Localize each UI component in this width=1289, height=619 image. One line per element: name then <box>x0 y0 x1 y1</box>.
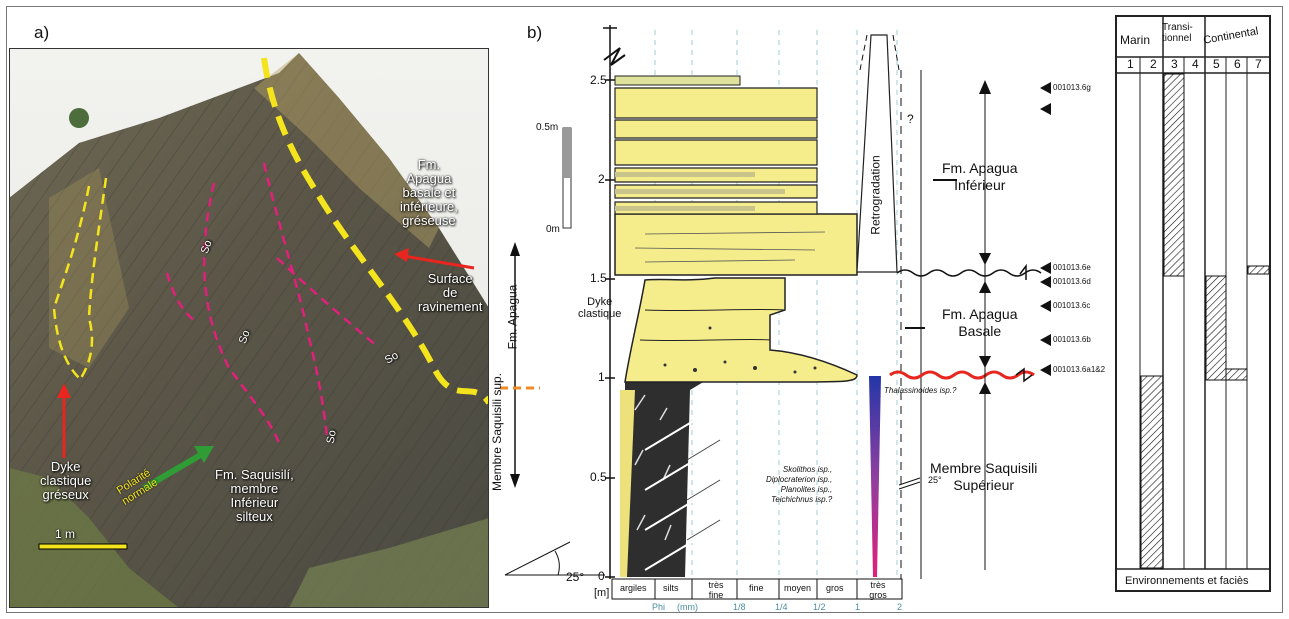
grain-tres-gros: très gros <box>869 580 887 600</box>
scale-0m: 0m <box>546 224 560 235</box>
col-6: 6 <box>1234 57 1241 71</box>
so-label-4: So <box>324 429 339 445</box>
col-5: 5 <box>1213 57 1220 71</box>
depth-tick-0: 0 <box>598 569 605 583</box>
phi-2: 2 <box>897 602 903 612</box>
sample-6d: 001013.6d <box>1053 277 1091 286</box>
col-2: 2 <box>1150 57 1157 71</box>
sample-6b: 001013.6b <box>1053 335 1091 344</box>
sedimentary-log <box>500 25 1051 600</box>
grain-gros: gros <box>826 583 844 593</box>
phi-1-8: 1/8 <box>733 602 746 612</box>
col-4: 4 <box>1192 57 1199 71</box>
membre-arrow-label: Membre Saquisili sup. <box>490 372 505 492</box>
depth-tick-1: 1 <box>598 370 605 384</box>
phi-1-2: 1/2 <box>813 602 826 612</box>
depth-tick-2.5: 2.5 <box>590 73 607 87</box>
sample-6a: 001013.6a1&2 <box>1053 365 1106 374</box>
header-marin: Marin <box>1120 33 1151 47</box>
grain-silts: silts <box>663 583 679 593</box>
col-1: 1 <box>1127 57 1134 71</box>
figure-frame <box>6 6 1283 613</box>
depth-tick-0.5: 0.5 <box>590 470 607 484</box>
mm-label: (mm) <box>677 602 698 612</box>
panel-a-label: a) <box>34 23 50 42</box>
table-footer: Environnements et faciès <box>1125 575 1249 587</box>
grain-fine: fine <box>749 583 764 593</box>
scale-0.5m: 0.5m <box>536 122 559 133</box>
retrogradation-label: Retrogradation <box>868 155 883 235</box>
col-3: 3 <box>1171 57 1178 71</box>
depth-tick-2: 2 <box>598 172 605 186</box>
grain-moyen: moyen <box>784 583 812 593</box>
question-mark: ? <box>907 112 914 126</box>
fm-apagua-arrow-label: Fm. Apagua <box>505 284 520 350</box>
sample-6e: 001013.6e <box>1053 263 1091 272</box>
phi-label: Phi <box>652 602 666 612</box>
col-7: 7 <box>1255 57 1262 71</box>
phi-1: 1 <box>855 602 861 612</box>
sample-6g: 001013.6g <box>1053 83 1091 92</box>
phi-1-4: 1/4 <box>775 602 788 612</box>
scale-label: 1 m <box>55 527 76 541</box>
thalassinoides-label: Thalassinoides isp.? <box>884 386 957 395</box>
header-transitionnel: Transi-tionnel <box>1162 22 1193 44</box>
angle-label-2: 25° <box>928 475 942 485</box>
depth-unit: [m] <box>594 587 610 599</box>
depth-tick-1.5: 1.5 <box>590 271 607 285</box>
angle-label: 25° <box>566 570 585 584</box>
sample-6c: 001013.6c <box>1053 301 1091 310</box>
panel-b-label: b) <box>527 23 543 42</box>
grain-argiles: argiles <box>620 583 647 593</box>
grain-tres-fine: très fine <box>708 580 724 600</box>
environment-table <box>1115 15 1271 592</box>
outcrop-photo <box>9 48 489 608</box>
ichnofossil-list: Skolithos isp.,Diplocraterion isp.,Plano… <box>766 465 833 504</box>
